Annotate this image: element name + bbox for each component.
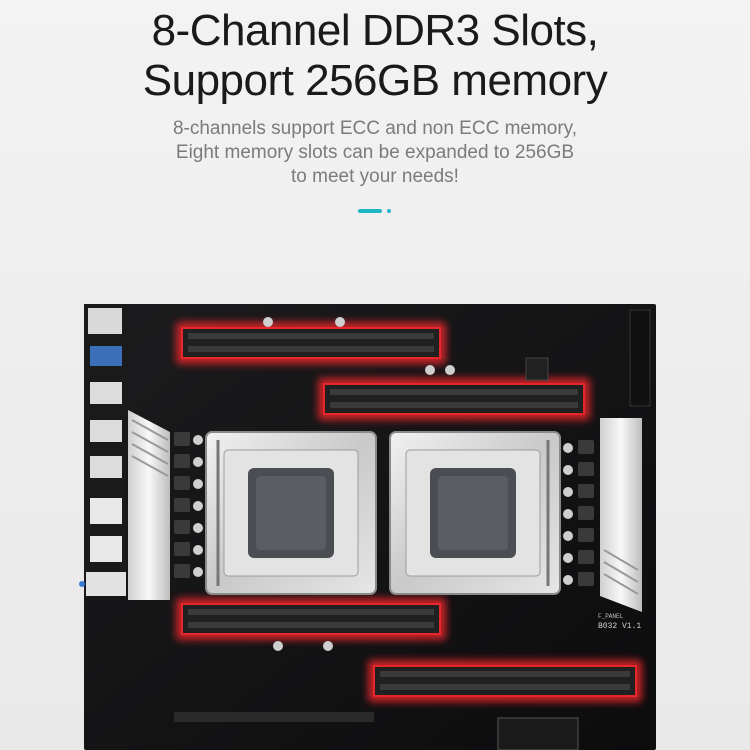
cpu-socket-1	[205, 431, 377, 595]
atx-power-connector	[629, 309, 651, 407]
description-line-3: to meet your needs!	[291, 166, 459, 187]
board-model-label: B032 V1.1	[598, 622, 641, 631]
headline-line-1: 8-Channel DDR3 Slots,	[151, 6, 599, 55]
ram-slot-group-bottom-right	[368, 660, 642, 702]
front-panel-label: F_PANEL	[598, 613, 624, 620]
accent-dot	[387, 209, 391, 213]
description-line-2: Eight memory slots can be expanded to 25…	[175, 142, 575, 163]
right-heatsink	[600, 418, 642, 612]
chipset	[525, 357, 549, 381]
cpu-socket-2	[389, 431, 561, 595]
pcie-slot-long	[174, 712, 374, 722]
ram-slots	[176, 322, 642, 702]
motherboard-illustration: B032 V1.1 F_PANEL	[79, 304, 656, 750]
headline-line-2: Support 256GB memory	[142, 56, 608, 105]
description-line-1: 8-channels support ECC and non ECC memor…	[172, 118, 578, 139]
ram-slot-group-bottom-left	[176, 598, 446, 640]
ram-slot-group-top-left	[176, 322, 446, 364]
accent-bar	[358, 209, 382, 213]
vrm-chokes-left	[174, 432, 190, 578]
capacitors	[193, 317, 573, 651]
vrm-chokes-right	[578, 440, 594, 586]
io-ports	[79, 304, 126, 596]
headline: 8-Channel DDR3 Slots, Support 256GB memo…	[0, 6, 750, 106]
motherboard-image: B032 V1.1 F_PANEL	[78, 300, 750, 750]
ram-slot-group-top-right	[318, 378, 590, 420]
left-heatsink	[128, 410, 170, 600]
pcie-slot	[497, 717, 579, 750]
description: 8-channels support ECC and non ECC memor…	[0, 117, 750, 189]
